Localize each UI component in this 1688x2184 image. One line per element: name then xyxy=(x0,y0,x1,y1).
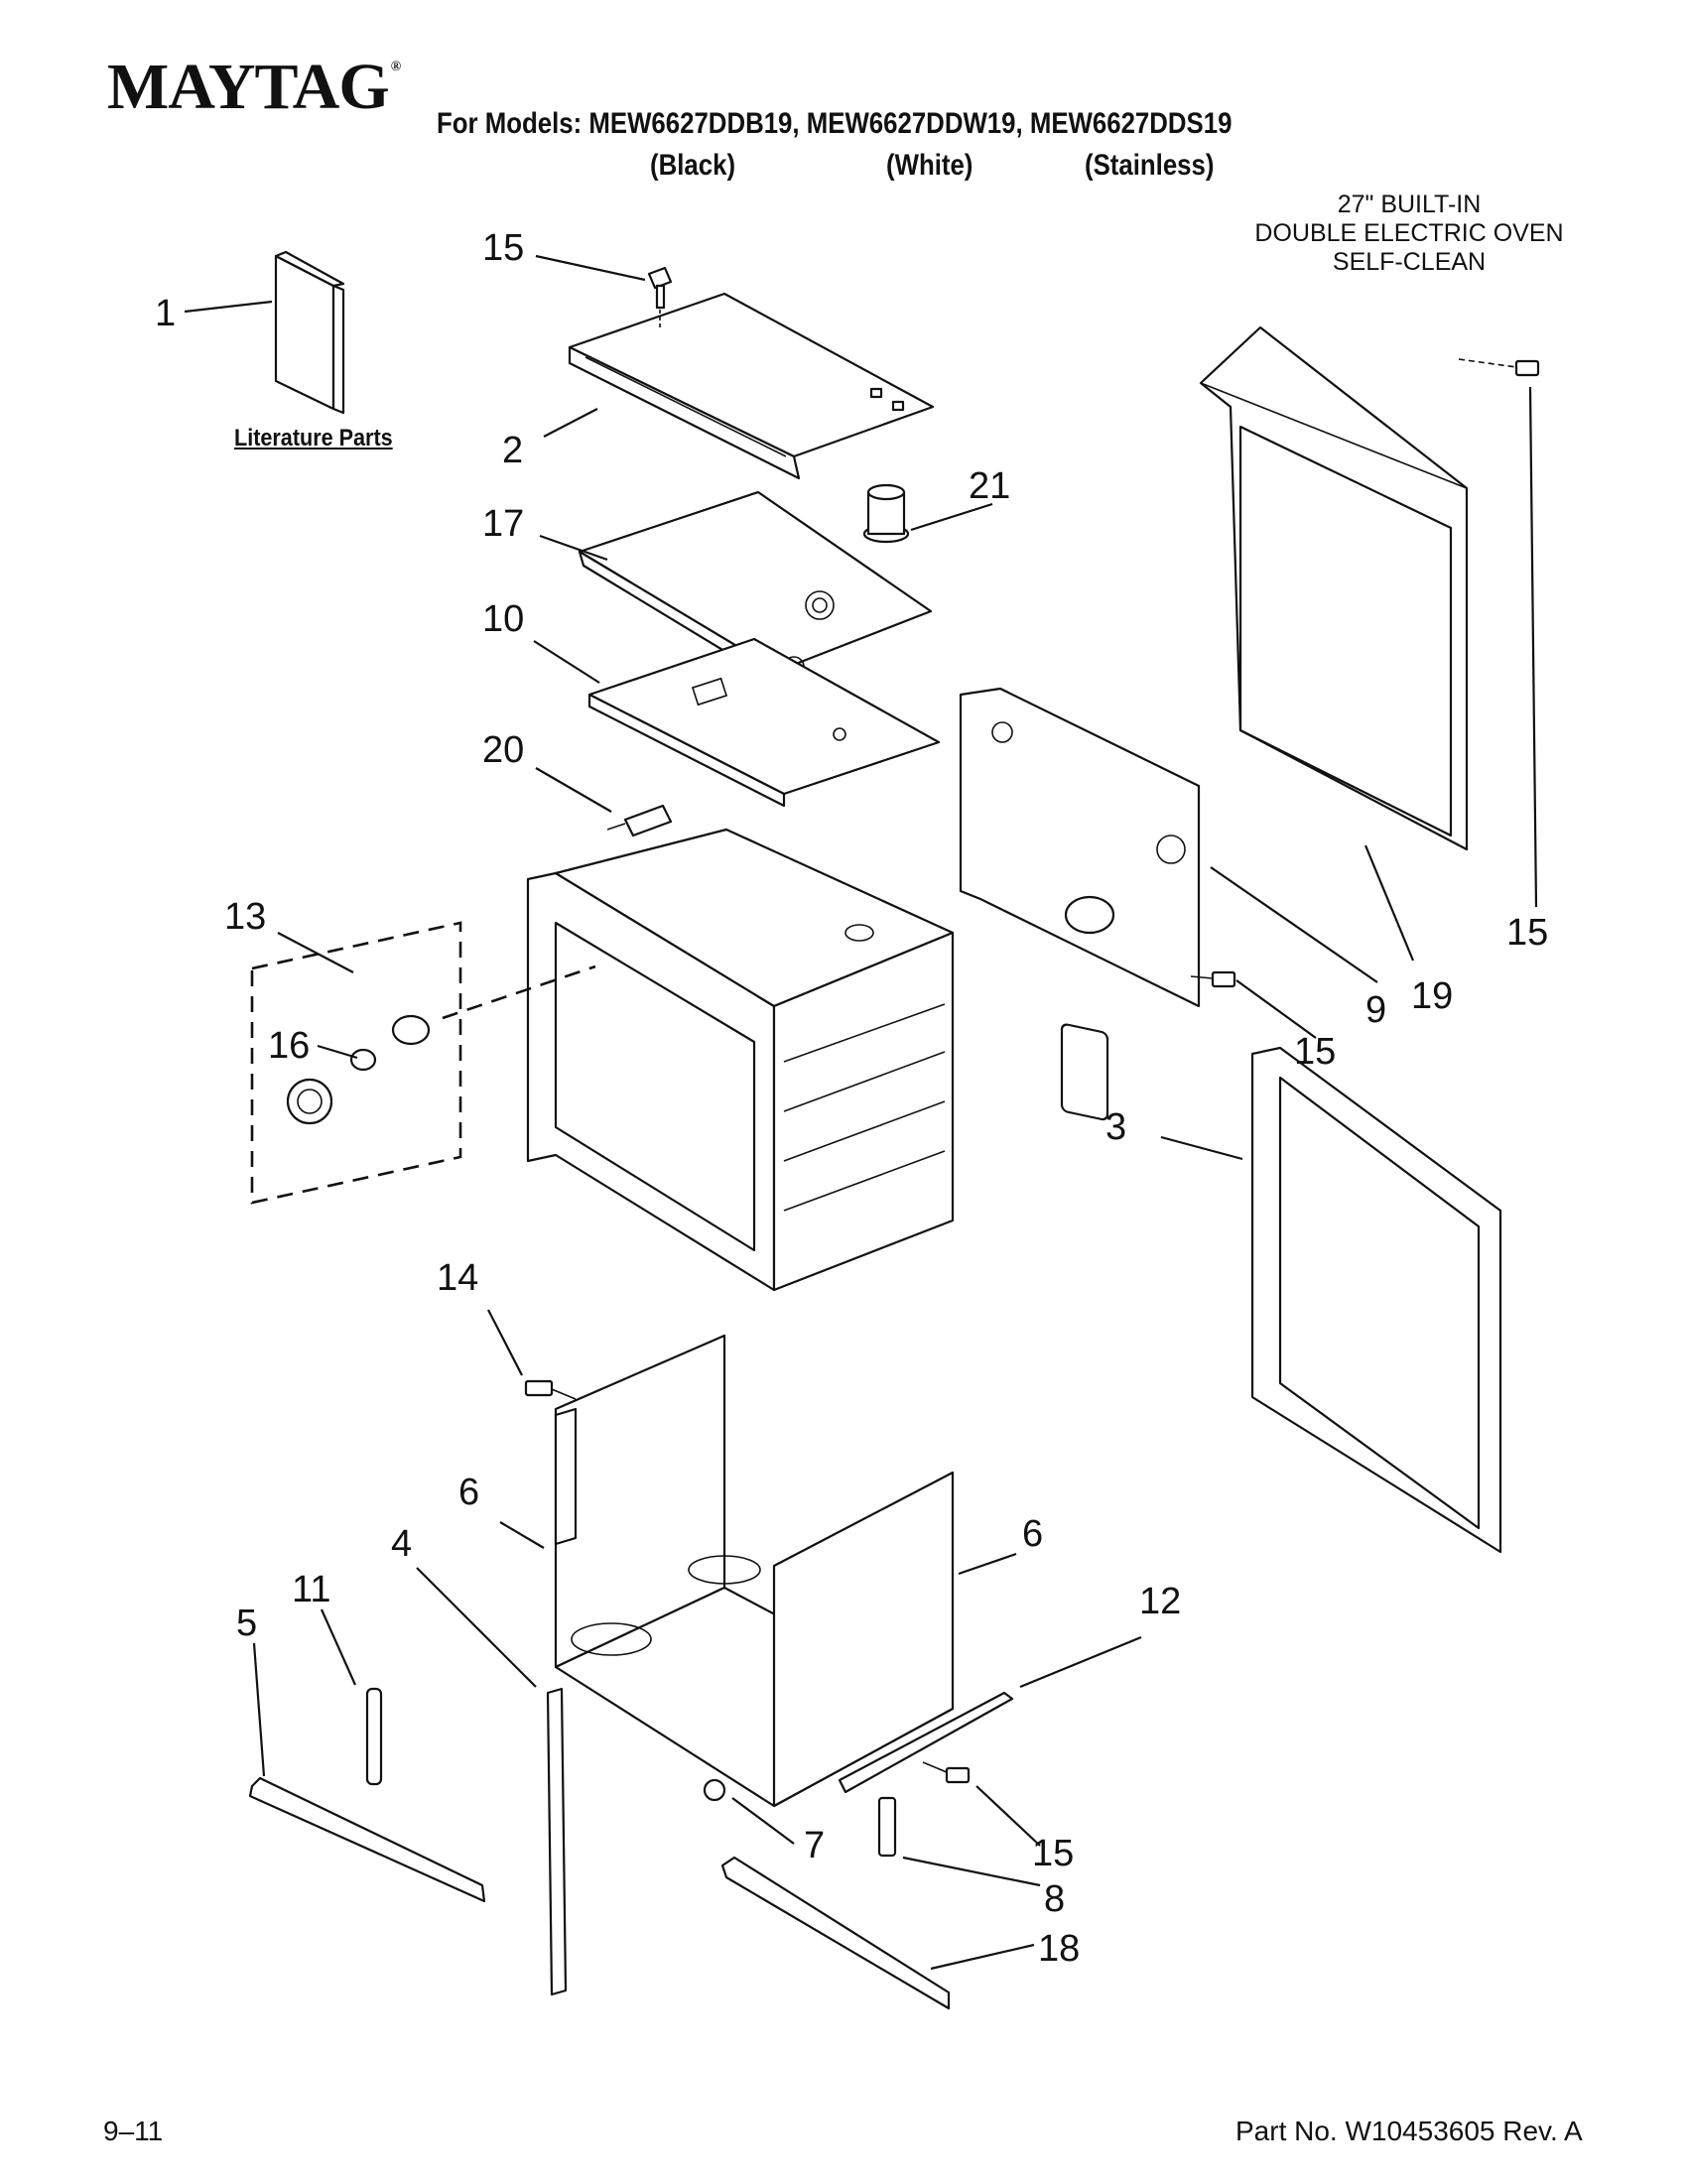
callout-17: 17 xyxy=(482,503,524,545)
callout-11: 11 xyxy=(292,1569,330,1610)
callout-15-right: 15 xyxy=(1506,912,1548,954)
callout-6-right: 6 xyxy=(1022,1513,1043,1555)
page-number: 9–11 xyxy=(103,2116,164,2146)
shield-plate xyxy=(587,637,941,808)
callout-1: 1 xyxy=(155,293,176,334)
side-shield xyxy=(1199,325,1469,851)
lower-trim xyxy=(248,1776,486,1903)
description-line-1: 27" BUILT-IN xyxy=(1337,191,1482,218)
leader-lines xyxy=(184,254,1538,1971)
callout-14: 14 xyxy=(437,1257,478,1299)
screw-top xyxy=(647,266,673,327)
screw-lower xyxy=(524,1379,577,1400)
callout-15-bottom: 15 xyxy=(1032,1833,1074,1874)
bottom-trim xyxy=(720,1856,951,2010)
description-line-2: DOUBLE ELECTRIC OVEN xyxy=(1254,219,1564,247)
callout-15-rear: 15 xyxy=(1294,1031,1336,1073)
variant-stainless: (Stainless) xyxy=(1085,149,1215,182)
literature-booklet xyxy=(274,250,345,415)
rear-panel xyxy=(959,687,1201,1121)
screw-side xyxy=(1458,358,1540,377)
registered-mark: ® xyxy=(390,60,402,74)
brand-name: MAYTAG xyxy=(107,51,390,123)
callout-12: 12 xyxy=(1139,1581,1181,1622)
callout-6-left: 6 xyxy=(458,1472,479,1513)
product-description: 27" BUILT-IN DOUBLE ELECTRIC OVEN SELF-C… xyxy=(1231,191,1588,277)
maytag-logo: MAYTAG® xyxy=(107,50,402,125)
screw-front xyxy=(922,1761,971,1784)
side-panel xyxy=(1250,1046,1502,1554)
callout-16: 16 xyxy=(268,1025,310,1067)
terminal-block xyxy=(606,804,673,837)
callout-3: 3 xyxy=(1105,1106,1126,1148)
callout-numbers: 1 2 3 4 5 6 6 7 8 9 10 11 12 13 14 15 15… xyxy=(155,227,1548,1970)
callout-21: 21 xyxy=(969,465,1010,507)
latch xyxy=(877,1796,897,1858)
literature-parts-label: Literature Parts xyxy=(234,425,393,451)
models-line: For Models: MEW6627DDB19, MEW6627DDW19, … xyxy=(437,107,1233,140)
callout-5: 5 xyxy=(236,1603,257,1644)
callout-4: 4 xyxy=(391,1523,412,1565)
callout-7: 7 xyxy=(804,1825,825,1866)
front-rail xyxy=(838,1691,1014,1794)
lamp-assembly xyxy=(250,921,596,1205)
callout-20: 20 xyxy=(482,729,524,771)
callout-13: 13 xyxy=(224,896,266,938)
part-number: Part No. W10453605 Rev. A xyxy=(1235,2116,1583,2146)
callout-19: 19 xyxy=(1411,975,1453,1017)
variant-black: (Black) xyxy=(650,149,736,182)
callout-18: 18 xyxy=(1038,1928,1080,1970)
plug xyxy=(703,1778,726,1802)
variant-white: (White) xyxy=(886,149,974,182)
top-panel xyxy=(568,292,935,480)
description-line-3: SELF-CLEAN xyxy=(1332,248,1487,276)
vent-tube xyxy=(862,483,910,544)
callout-2: 2 xyxy=(502,430,523,471)
callout-15-top: 15 xyxy=(482,227,524,269)
screw-rear xyxy=(1190,970,1236,988)
callout-10: 10 xyxy=(482,598,524,640)
callout-8: 8 xyxy=(1044,1878,1065,1920)
vertical-rail xyxy=(546,1687,568,1996)
bracket xyxy=(365,1687,383,1786)
oven-chassis xyxy=(526,828,955,1292)
lower-wrapper xyxy=(554,1334,955,1808)
callout-9: 9 xyxy=(1365,989,1386,1031)
